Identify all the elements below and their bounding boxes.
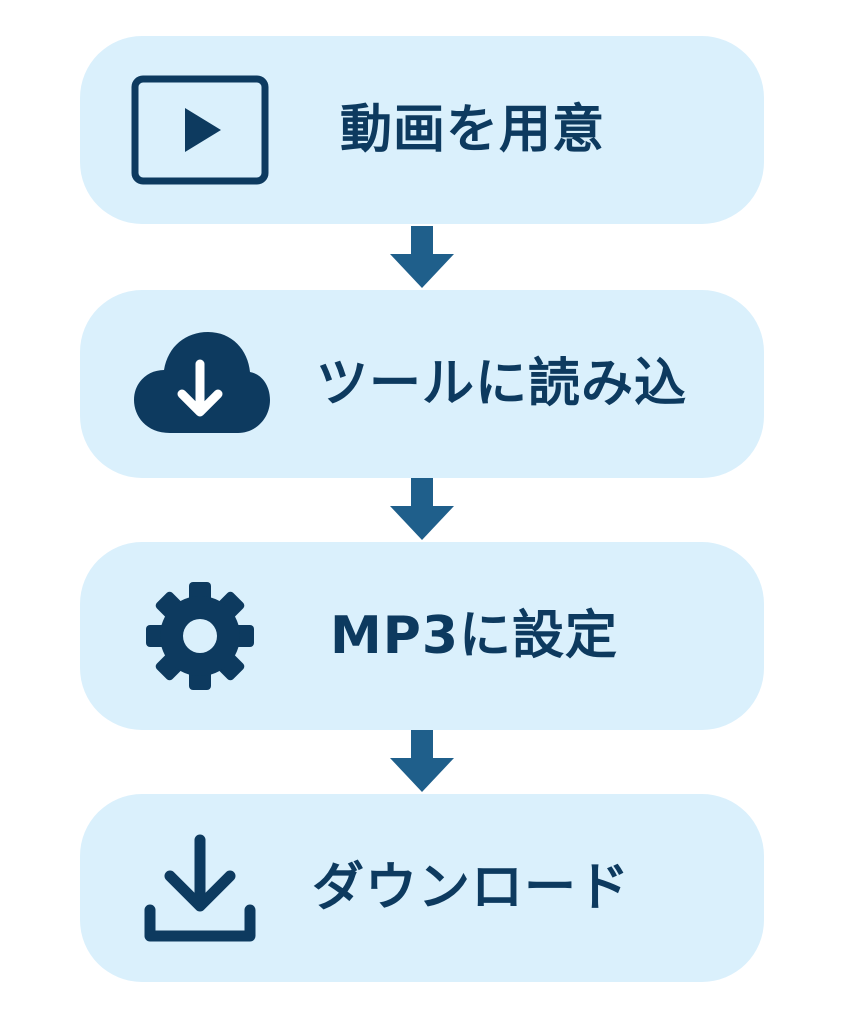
step-label: 動画を用意 bbox=[340, 100, 606, 160]
arrow-down-icon bbox=[390, 226, 454, 288]
step-label: ダウンロード bbox=[312, 858, 631, 918]
step-label: MP3に設定 bbox=[330, 606, 619, 666]
step-load-into-tool: ツールに読み込 bbox=[80, 290, 764, 478]
step-download: ダウンロード bbox=[80, 794, 764, 982]
cloud-download-icon bbox=[130, 328, 270, 440]
arrow-down-icon bbox=[390, 730, 454, 792]
arrow-down-icon bbox=[390, 478, 454, 540]
step-label: ツールに読み込 bbox=[316, 354, 688, 414]
video-play-icon bbox=[130, 74, 270, 186]
gear-icon bbox=[130, 580, 270, 692]
step-prepare-video: 動画を用意 bbox=[80, 36, 764, 224]
step-set-mp3: MP3に設定 bbox=[80, 542, 764, 730]
download-icon bbox=[130, 832, 270, 944]
